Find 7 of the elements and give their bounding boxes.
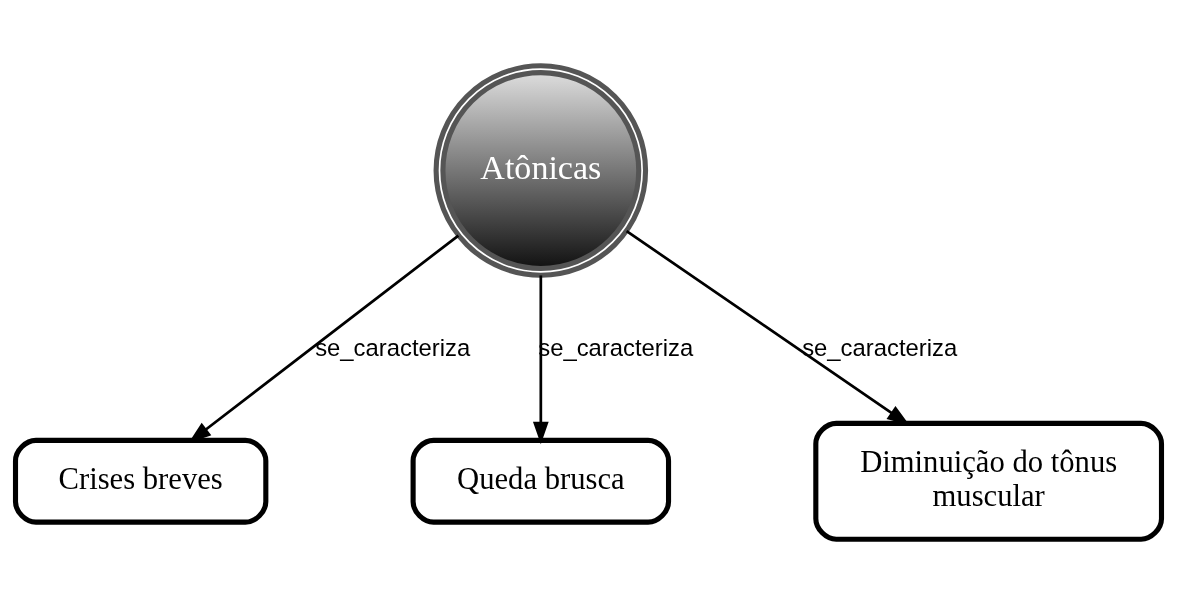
- node-circle: Atônicas: [433, 62, 649, 278]
- edge-label: se_caracteriza: [802, 333, 958, 361]
- edge-label: se_caracteriza: [315, 333, 471, 361]
- node-box: Crises breves: [12, 437, 269, 525]
- node-box: Queda brusca: [410, 437, 672, 525]
- node-box: Diminuição do tônus muscular: [813, 420, 1165, 542]
- arrow: [532, 274, 549, 444]
